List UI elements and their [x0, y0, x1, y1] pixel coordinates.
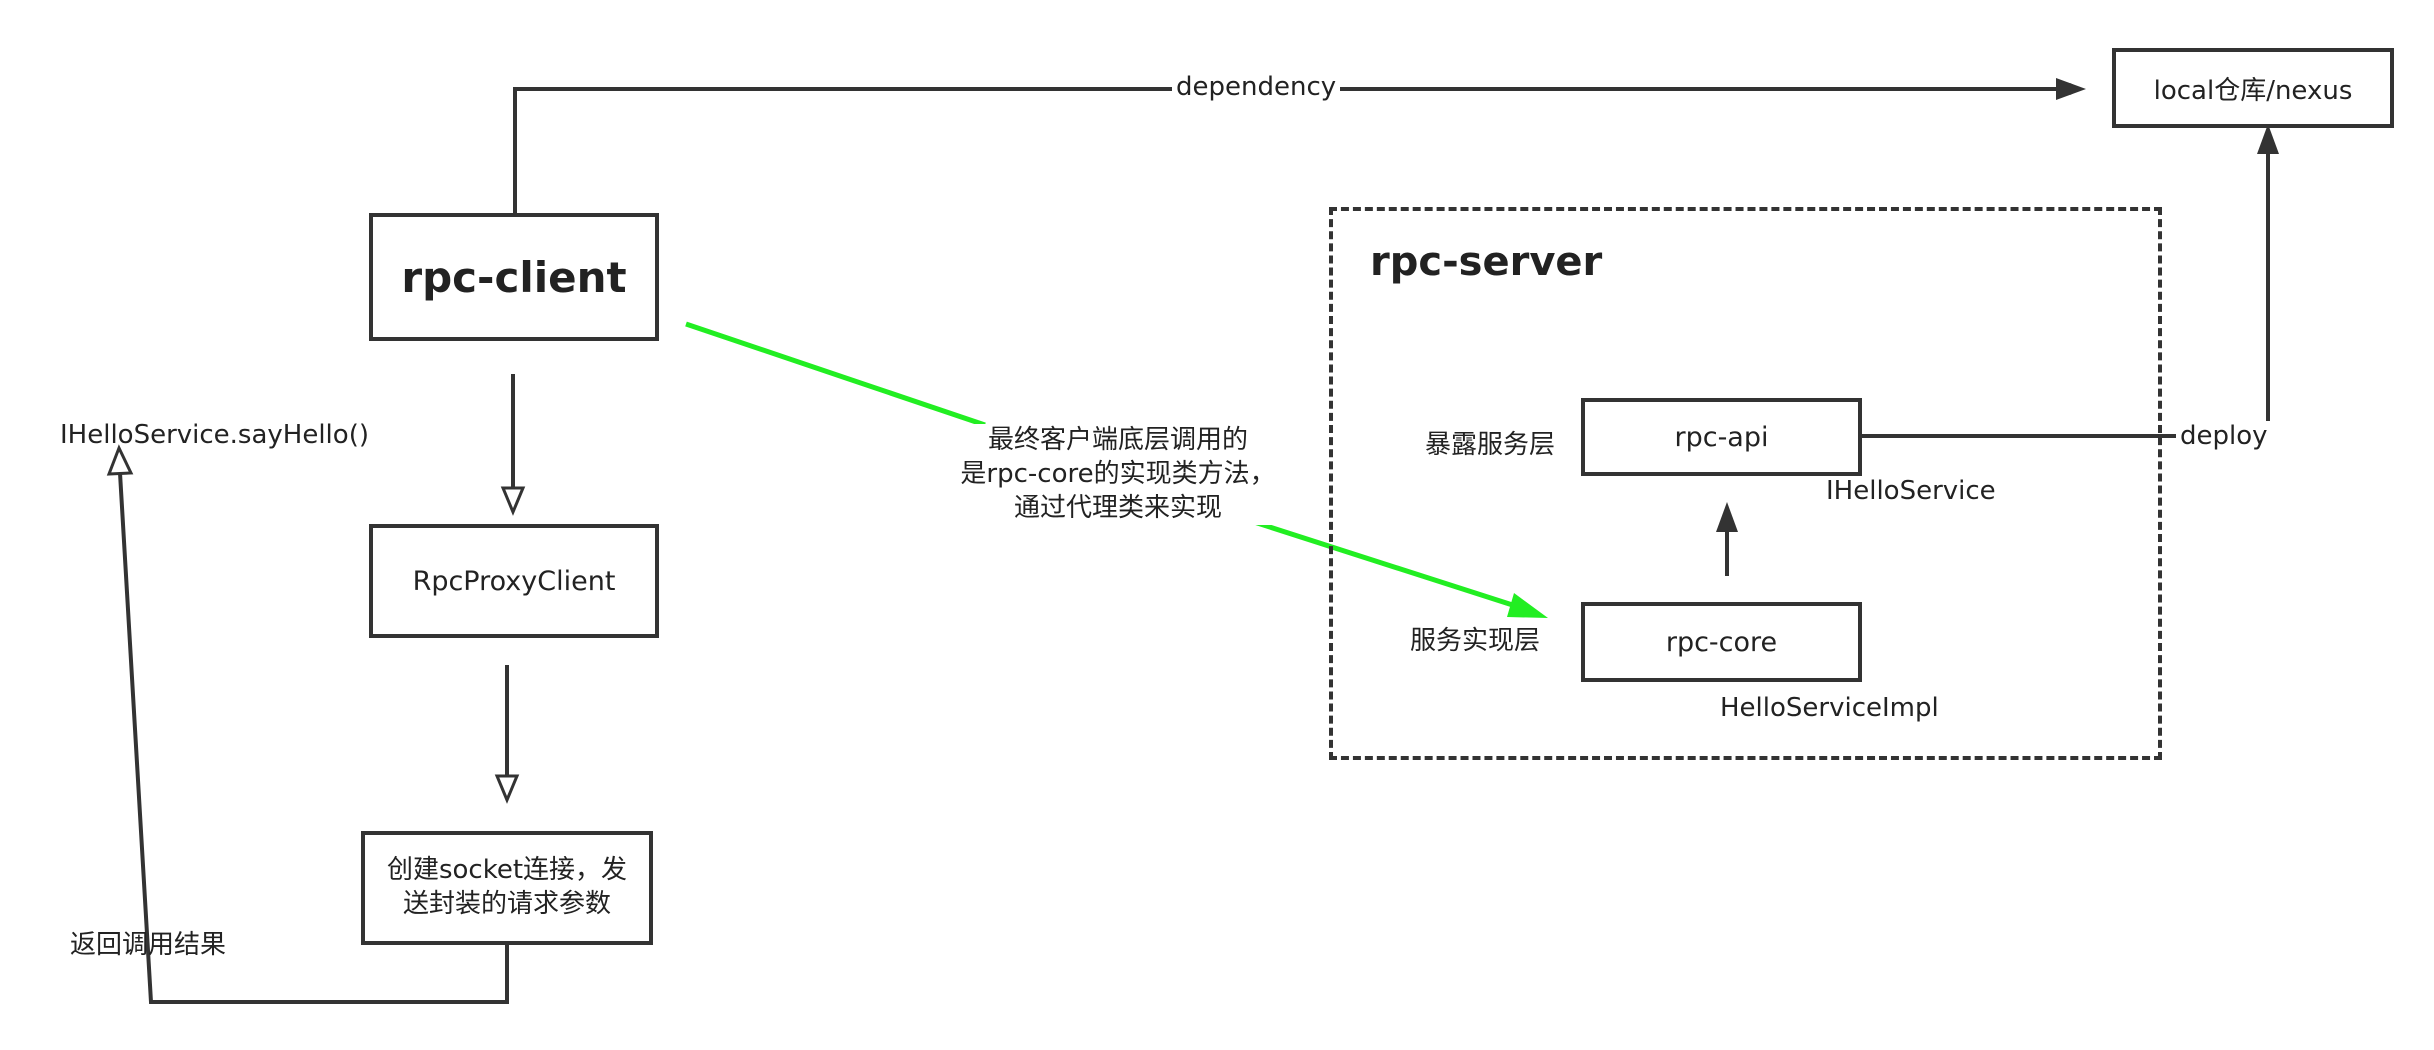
- impl-layer-label: 服务实现层: [1410, 626, 1541, 656]
- client-to-proxy-arrowhead: [500, 486, 526, 516]
- rpc-core-label: rpc-core: [1665, 626, 1778, 658]
- ihello-service-label: IHelloService: [1826, 476, 1996, 506]
- return-arrow: [118, 472, 509, 1004]
- rpc-client-box: rpc-client: [369, 213, 659, 341]
- local-repo-box: local仓库/nexus: [2112, 48, 2394, 128]
- return-arrowhead: [106, 444, 134, 476]
- return-result-label: 返回调用结果: [70, 930, 227, 960]
- rpc-core-box: rpc-core: [1581, 602, 1862, 682]
- dependency-arrow: [513, 83, 2082, 213]
- say-hello-label: IHelloService.sayHello(): [60, 420, 369, 450]
- local-repo-label: local仓库/nexus: [2153, 75, 2353, 106]
- call-note-line1: 最终客户端底层调用的: [987, 425, 1248, 455]
- rpc-api-box: rpc-api: [1581, 398, 1862, 476]
- deploy-label: deploy: [2176, 421, 2272, 453]
- call-arrow-green-2: [1250, 518, 1526, 612]
- proxy-to-socket-arrowhead: [494, 774, 520, 804]
- core-to-api-arrowhead: [1716, 502, 1738, 532]
- rpc-proxy-client-box: RpcProxyClient: [369, 524, 659, 638]
- call-note-line2: 是rpc-core的实现类方法，: [960, 458, 1276, 489]
- call-arrow-green-head: [1507, 593, 1548, 618]
- rpc-client-label: rpc-client: [401, 252, 627, 302]
- socket-connect-label-line1: 创建socket连接，发: [386, 855, 628, 886]
- call-note: 最终客户端底层调用的 是rpc-core的实现类方法， 通过代理类来实现: [948, 424, 1288, 526]
- rpc-server-container: [1329, 207, 2162, 760]
- socket-connect-label-line2: 送封装的请求参数: [402, 889, 611, 919]
- dependency-label: dependency: [1172, 72, 1341, 104]
- hello-service-impl-label: HelloServiceImpl: [1720, 693, 1939, 723]
- socket-connect-box: 创建socket连接，发 送封装的请求参数: [361, 831, 653, 945]
- rpc-proxy-client-label: RpcProxyClient: [412, 565, 616, 597]
- rpc-server-title: rpc-server: [1370, 239, 1603, 285]
- deploy-arrowhead: [2257, 124, 2279, 154]
- rpc-api-label: rpc-api: [1674, 421, 1769, 453]
- call-arrow-green-1: [685, 321, 986, 428]
- expose-layer-label: 暴露服务层: [1425, 430, 1556, 460]
- call-note-line3: 通过代理类来实现: [1013, 492, 1222, 523]
- dependency-arrowhead: [2056, 78, 2086, 100]
